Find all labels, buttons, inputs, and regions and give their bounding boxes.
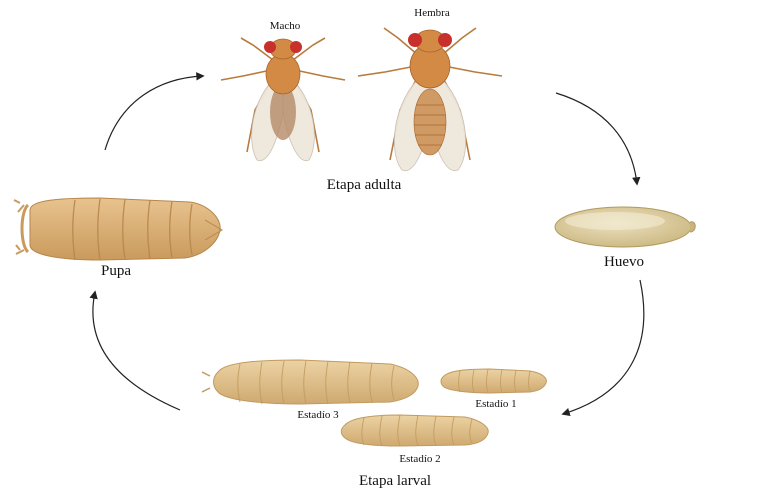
egg-label: Huevo — [604, 254, 644, 271]
arrow-larva-to-pupa — [93, 292, 180, 410]
instar-2-label: Estadío 2 — [399, 453, 440, 465]
instar-1-label: Estadío 1 — [475, 398, 516, 410]
pupa-label: Pupa — [101, 263, 131, 280]
eye-icon — [290, 41, 302, 53]
female-fly — [358, 28, 502, 171]
eye-icon — [408, 33, 422, 47]
eye-icon — [264, 41, 276, 53]
arrow-pupa-to-adult — [105, 76, 203, 150]
instar-3-label: Estadío 3 — [297, 409, 338, 421]
arrow-adult-to-egg — [556, 93, 637, 184]
egg-illustration — [555, 207, 695, 247]
larva-instar-3 — [202, 360, 418, 404]
arrow-egg-to-larva — [563, 280, 644, 414]
male-fly — [221, 38, 345, 161]
pupa-illustration — [14, 198, 222, 260]
female-label: Hembra — [414, 7, 449, 19]
adult-stage-label: Etapa adulta — [327, 177, 402, 194]
larva-instar-2 — [341, 415, 488, 446]
larva-instar-1 — [441, 369, 546, 393]
eye-icon — [438, 33, 452, 47]
larval-stage-label: Etapa larval — [359, 473, 431, 490]
male-label: Macho — [270, 20, 301, 32]
